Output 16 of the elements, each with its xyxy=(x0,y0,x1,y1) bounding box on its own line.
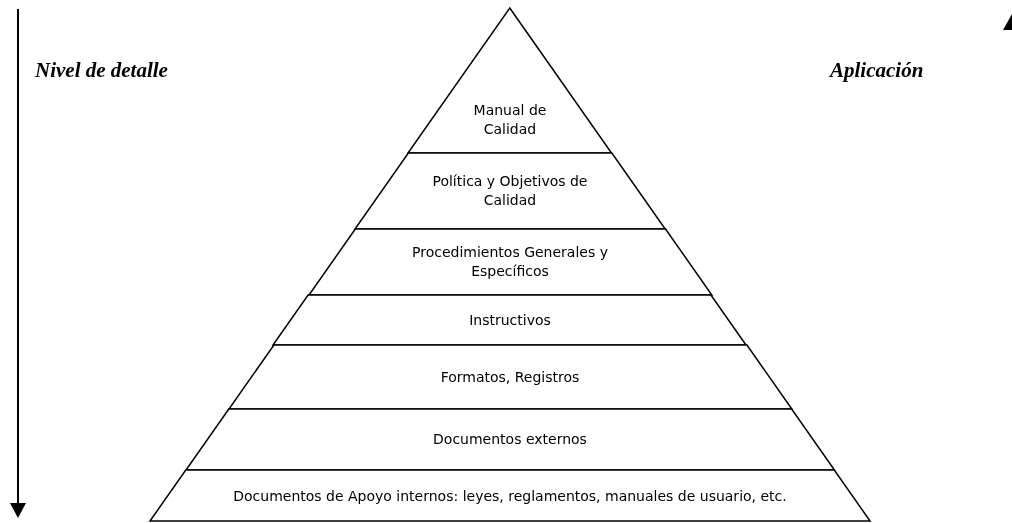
band-label: Formatos, Registros xyxy=(439,367,581,387)
band-label: Manual de Calidad xyxy=(472,101,548,139)
band-label: Política y Objetivos de Calidad xyxy=(431,172,589,210)
pyramid-band xyxy=(149,470,870,521)
pyramid-apex xyxy=(408,8,612,153)
band-label: Documentos de Apoyo internos: leyes, reglamentos, manuales de usuario, etc. xyxy=(232,486,788,506)
pyramid-band xyxy=(228,345,792,409)
pyramid-band xyxy=(273,295,747,345)
detail-axis-label: Nivel de detalle xyxy=(35,58,168,83)
application-axis-label: Aplicación xyxy=(830,58,924,83)
pyramid-band xyxy=(185,409,835,470)
band-label: Procedimientos Generales y Específicos xyxy=(411,243,609,281)
band-label: Documentos externos xyxy=(432,429,588,449)
band-label: Instructivos xyxy=(468,310,552,330)
pyramid-band xyxy=(308,229,712,295)
pyramid-band xyxy=(354,153,666,229)
